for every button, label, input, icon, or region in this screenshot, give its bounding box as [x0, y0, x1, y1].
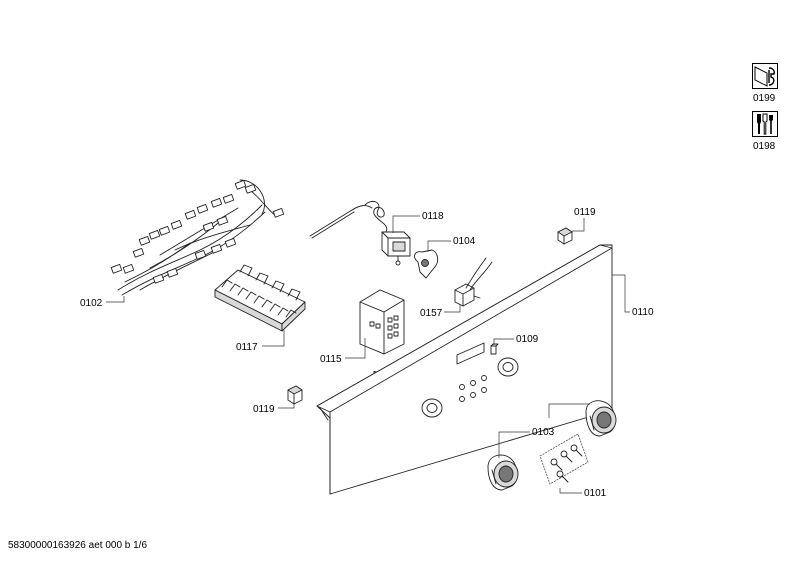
label-0118: 0118	[422, 211, 444, 222]
service-code-0198: 0198	[753, 141, 776, 152]
label-0115: 0115	[320, 354, 342, 365]
screw	[570, 444, 583, 457]
document-code: 58300000163926 aet 000 b 1/6	[8, 540, 148, 551]
terminal-block	[214, 264, 306, 332]
label-0109: 0109	[516, 334, 539, 345]
label-0119-bottom: 0119	[253, 404, 275, 415]
module-terminals	[369, 315, 399, 339]
label-0117: 0117	[236, 342, 258, 353]
screw	[560, 450, 573, 463]
label-0104: 0104	[453, 236, 476, 247]
thermostat	[309, 200, 411, 266]
label-0119-top: 0119	[574, 207, 596, 218]
panel-buttons	[459, 375, 487, 402]
control-knob-left	[487, 454, 519, 491]
screwdriver-tools-icon	[757, 113, 773, 135]
control-knob-right	[585, 400, 617, 437]
label-0157: 0157	[420, 308, 443, 319]
screw	[556, 470, 569, 483]
service-icon-0199	[752, 63, 778, 89]
control-panel	[316, 244, 613, 495]
mounting-clip-bottom	[287, 385, 303, 405]
label-0102: 0102	[80, 298, 103, 309]
light-guide	[490, 343, 499, 355]
service-icon-0198	[752, 111, 778, 137]
lamp-switch	[454, 257, 493, 307]
temperature-knob-recess	[497, 357, 519, 377]
harness-connectors	[110, 180, 285, 284]
function-knob-recess	[421, 398, 443, 418]
mounting-clip-top	[557, 227, 573, 245]
screw	[550, 458, 563, 471]
wiring-harness	[110, 179, 285, 296]
terminal-block-ribs	[221, 264, 301, 318]
service-code-0199: 0199	[753, 93, 776, 104]
wrench-and-screen-icon	[754, 66, 775, 87]
display-window	[456, 342, 485, 365]
label-0103: 0103	[532, 427, 555, 438]
label-0110: 0110	[632, 307, 654, 318]
thermostat-bracket	[414, 249, 439, 279]
screw-set	[539, 433, 589, 485]
label-0101: 0101	[584, 488, 607, 499]
